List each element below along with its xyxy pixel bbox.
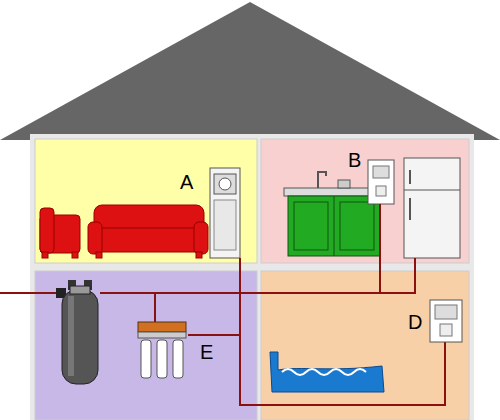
wall-dispenser xyxy=(368,160,394,204)
bathtub xyxy=(270,352,384,392)
water-cooler xyxy=(210,168,240,258)
callout-letter: D xyxy=(408,312,422,332)
living-room xyxy=(35,139,257,263)
bath-dispenser xyxy=(430,300,462,342)
callout-letter: B xyxy=(348,150,361,170)
refrigerator xyxy=(404,158,460,258)
kitchen xyxy=(261,139,469,263)
roof xyxy=(0,2,500,140)
water-pipes xyxy=(0,204,445,405)
callout-letter: E xyxy=(200,342,213,362)
ro-filter xyxy=(138,322,186,378)
callout-letter: A xyxy=(180,172,193,192)
sofa xyxy=(40,205,208,258)
house-wall xyxy=(30,134,474,420)
softener-tank xyxy=(62,280,98,384)
